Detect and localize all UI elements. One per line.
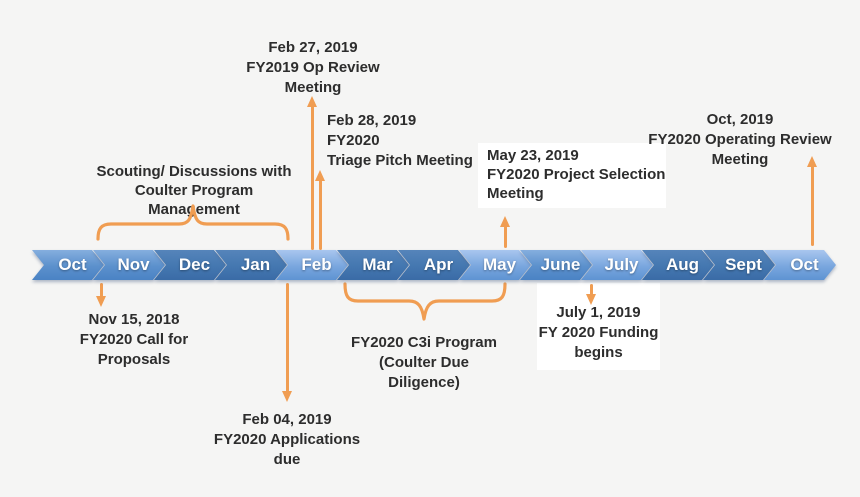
timeline-chevron-month-1: Nov (93, 250, 165, 280)
month-label: June (540, 255, 581, 274)
note-line: FY 2020 Funding (538, 324, 659, 341)
feb28-arrowhead-icon (315, 170, 325, 181)
month-label: Sept (725, 255, 762, 274)
timeline-chevron-month-7: May (459, 250, 531, 280)
note-nov15-call-for-proposals: Nov 15, 2018 FY2020 Call for Proposals (64, 310, 204, 370)
nov15-arrowhead-icon (96, 296, 106, 307)
timeline-chevron-month-2: Dec (154, 250, 226, 280)
month-label: Apr (423, 255, 454, 274)
note-line: Coulter Program Management (134, 182, 254, 218)
month-label: Nov (117, 255, 150, 274)
timeline-chevron-month-9: July (581, 250, 653, 280)
month-label: Dec (178, 255, 211, 274)
month-label: Jan (240, 255, 271, 274)
note-feb04-applications-due: Feb 04, 2019 FY2020 Applications due (197, 410, 377, 470)
month-label: Aug (665, 255, 700, 274)
july1-arrowhead-icon (586, 294, 596, 305)
feb28-arrow-line (319, 180, 322, 250)
note-feb27-op-review: Feb 27, 2019 FY2019 Op Review Meeting (213, 38, 413, 98)
note-line: FY2020 Call for (79, 331, 189, 348)
note-line: Diligence) (388, 374, 460, 391)
timeline-chevron-month-12: Oct (764, 250, 836, 280)
month-label: Oct (790, 255, 819, 274)
note-july1-funding-begins: July 1, 2019 FY 2020 Funding begins (537, 283, 660, 370)
july1-arrow-line (590, 284, 593, 295)
month-label: Feb (301, 255, 332, 274)
note-line: July 1, 2019 (556, 304, 641, 321)
note-line: Feb 04, 2019 (242, 411, 332, 428)
timeline-chevron-month-10: Aug (642, 250, 714, 280)
timeline-chevron-month-6: Apr (398, 250, 470, 280)
note-oct2019-operating-review: Oct, 2019 FY2020 Operating Review Meetin… (640, 110, 840, 170)
note-line: begins (574, 344, 623, 361)
oct2019-arrow-line (811, 166, 814, 246)
feb27-arrowhead-icon (307, 96, 317, 107)
timeline-chevron-month-11: Sept (703, 250, 775, 280)
month-label: Oct (58, 255, 87, 274)
oct2019-arrowhead-icon (807, 156, 817, 167)
month-label: July (604, 255, 639, 274)
note-line: FY2020 (327, 132, 380, 149)
note-feb28-triage-pitch: Feb 28, 2019 FY2020 Triage Pitch Meeting (327, 111, 487, 171)
note-line: Proposals (97, 351, 171, 368)
note-line: FY2020 Project Selection (487, 166, 666, 183)
month-label: May (482, 255, 517, 274)
note-line: Meeting (487, 185, 544, 202)
note-line: Feb 28, 2019 (327, 112, 417, 129)
timeline-chevron-month-0: Oct (32, 250, 104, 280)
note-line: Meeting (284, 79, 342, 96)
note-line: Meeting (711, 151, 769, 168)
timeline-chevron-month-5: Mar (337, 250, 409, 280)
note-line: Nov 15, 2018 (88, 311, 180, 328)
note-line: Oct, 2019 (706, 111, 774, 128)
may23-arrowhead-icon (500, 216, 510, 227)
feb27-arrow-line (311, 106, 314, 250)
note-line: Feb 27, 2019 (268, 39, 358, 56)
note-scouting-discussions: Scouting/ Discussions with Coulter Progr… (94, 162, 294, 219)
note-may23-project-selection: May 23, 2019 FY2020 Project Selection Me… (478, 143, 666, 208)
note-line: FY2020 C3i Program (351, 334, 497, 351)
timeline-chevron-month-3: Jan (215, 250, 287, 280)
timeline-chevron-month-4: Feb (276, 250, 348, 280)
c3i-brace (343, 282, 507, 321)
note-line: FY2020 Operating Review (648, 131, 832, 148)
month-label: Mar (362, 255, 393, 274)
note-line: Scouting/ Discussions with (96, 163, 292, 180)
note-line: (Coulter Due (379, 354, 469, 371)
nov15-arrow-line (100, 283, 103, 297)
feb04-arrow-line (286, 283, 289, 392)
note-line: FY2019 Op Review (246, 59, 380, 76)
note-line: FY2020 Applications (213, 431, 361, 448)
note-line: due (273, 451, 301, 468)
note-line: May 23, 2019 (487, 147, 579, 164)
timeline-chevron-month-8: June (520, 250, 592, 280)
note-line: Triage Pitch Meeting (327, 152, 473, 169)
feb04-arrowhead-icon (282, 391, 292, 402)
note-c3i-program: FY2020 C3i Program (Coulter Due Diligenc… (334, 333, 514, 393)
may23-arrow-line (504, 226, 507, 248)
